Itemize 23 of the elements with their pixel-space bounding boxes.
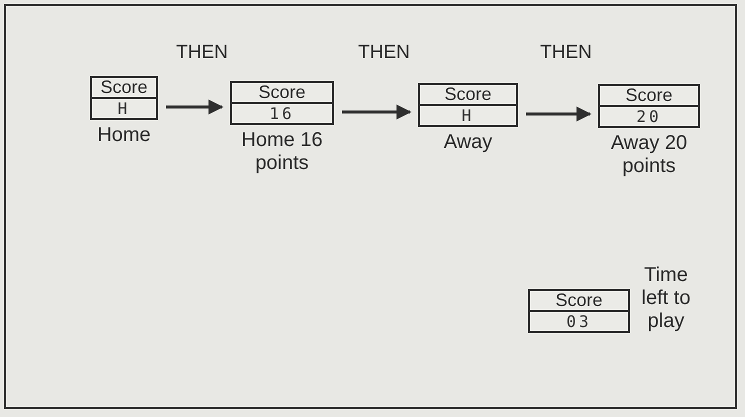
score-display [598,84,700,128]
display-heading: Score [600,86,698,107]
display-heading: Score [232,83,332,104]
node-caption: Home [96,124,152,147]
display-heading: Score [92,78,156,99]
display-digits: 20 [635,107,663,127]
node-caption: Time left to play [640,264,692,333]
score-display [230,81,334,125]
display-heading: Score [420,85,516,106]
arrow [526,106,592,122]
display-heading: Score [530,291,628,312]
display-digits: 16 [268,104,296,124]
node-caption: Away 20 points [610,132,688,178]
arrow [342,104,412,120]
score-display [418,83,518,127]
display-digits: H [460,106,476,126]
node-caption: Away [442,131,494,154]
score-display [528,289,630,333]
display-digits: 03 [565,312,593,332]
score-display [90,76,158,120]
node-caption: Home 16 points [240,129,324,175]
display-digits: H [116,99,132,119]
arrow [166,100,224,114]
